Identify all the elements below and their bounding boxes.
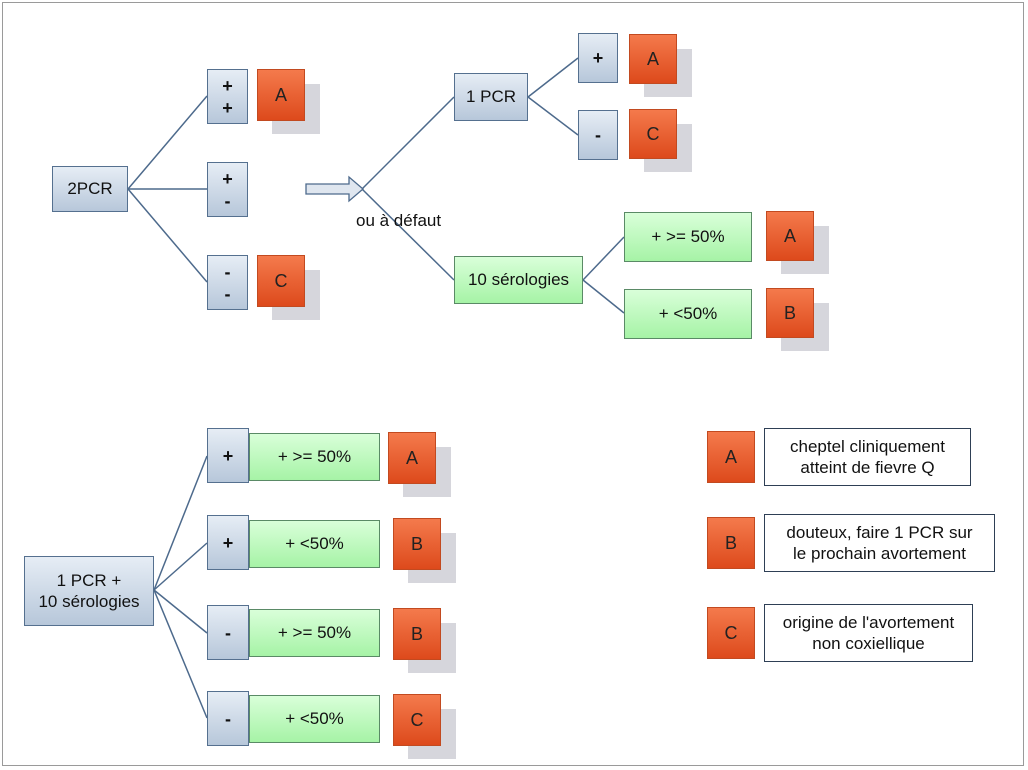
outcome-label: A: [646, 48, 659, 69]
sign-label: -: [225, 622, 231, 643]
outcome-label: A: [274, 84, 287, 105]
sign-label: +: [592, 48, 604, 68]
percent-box: + <50%: [249, 520, 380, 568]
legend-description-box: origine de l'avortement non coxiellique: [764, 604, 973, 662]
sign-label: +: [222, 532, 234, 553]
legend-description-box: douteux, faire 1 PCR sur le prochain avo…: [764, 514, 995, 572]
legend-key-box: A: [707, 431, 755, 483]
serologies-label: 10 sérologies: [467, 270, 570, 290]
sign-label: -: [225, 708, 231, 729]
legend-text-line2: non coxiellique: [812, 634, 925, 653]
sign-label: +: [222, 445, 234, 466]
outcome-box: A: [766, 211, 814, 261]
outcome-label: A: [405, 447, 418, 468]
sign-box: -: [207, 605, 249, 660]
outcome-box: C: [393, 694, 441, 746]
outcome-label: C: [274, 270, 288, 291]
legend-key-box: B: [707, 517, 755, 569]
result-plus-minus-box: +-: [207, 162, 248, 217]
legend-text-line1: cheptel cliniquement: [790, 436, 945, 456]
sign-label: -: [595, 125, 601, 145]
pcr-minus-box: -: [578, 110, 618, 160]
percent-low-box: + <50%: [624, 289, 752, 339]
sign-label: +: [222, 75, 233, 96]
alternative-label: ou à défaut: [356, 211, 442, 230]
percent-label: + <50%: [285, 709, 344, 729]
sign-label: +: [222, 97, 233, 118]
percent-label: + >= 50%: [651, 227, 725, 247]
legend-text-line2: atteint de fievre Q: [800, 458, 935, 477]
root-2pcr-box: 2PCR: [52, 166, 128, 212]
outcome-label: C: [410, 709, 424, 730]
outcome-box: B: [393, 518, 441, 570]
legend-text-line2: le prochain avortement: [793, 544, 966, 563]
outcome-box: A: [257, 69, 305, 121]
outcome-label: C: [646, 123, 660, 144]
legend-key-label: C: [724, 622, 738, 643]
outcome-label: B: [410, 623, 423, 644]
sign-label: -: [224, 190, 231, 211]
legend-key-label: B: [724, 532, 737, 553]
sign-box: -: [207, 691, 249, 746]
percent-label: + <50%: [658, 304, 718, 324]
sign-label: -: [224, 261, 231, 282]
outcome-box: A: [629, 34, 677, 84]
result-minus-minus-box: --: [207, 255, 248, 310]
outcome-label: B: [410, 533, 423, 554]
root-label-line1: 1 PCR +: [56, 570, 122, 590]
pcr1-box: 1 PCR: [454, 73, 528, 121]
percent-label: + <50%: [285, 534, 344, 554]
root-pcr-serologies-box: 1 PCR + 10 sérologies: [24, 556, 154, 626]
outcome-box: B: [393, 608, 441, 660]
percent-box: + >= 50%: [249, 433, 380, 481]
sign-box: +: [207, 428, 249, 483]
outcome-box: A: [388, 432, 436, 484]
outcome-box: B: [766, 288, 814, 338]
sign-label: -: [224, 283, 231, 304]
legend-key-label: A: [724, 446, 737, 467]
legend-text-line1: origine de l'avortement: [782, 612, 955, 632]
pcr-plus-box: +: [578, 33, 618, 83]
sign-box: +: [207, 515, 249, 570]
percent-label: + >= 50%: [277, 447, 352, 467]
outcome-label: B: [783, 302, 796, 323]
legend-key-box: C: [707, 607, 755, 659]
outcome-label: A: [783, 225, 796, 246]
percent-high-box: + >= 50%: [624, 212, 752, 262]
percent-label: + >= 50%: [277, 623, 352, 643]
serologies-box: 10 sérologies: [454, 256, 583, 304]
legend-description-box: cheptel cliniquement atteint de fievre Q: [764, 428, 971, 486]
right-arrow-icon: [305, 175, 364, 203]
percent-box: + >= 50%: [249, 609, 380, 657]
percent-box: + <50%: [249, 695, 380, 743]
legend-text-line1: douteux, faire 1 PCR sur: [786, 522, 973, 542]
root-label-line2: 10 sérologies: [38, 592, 140, 611]
outcome-box: C: [257, 255, 305, 307]
sign-label: +: [222, 168, 233, 189]
outcome-box: C: [629, 109, 677, 159]
result-plus-plus-box: ++: [207, 69, 248, 124]
root-2pcr-label: 2PCR: [67, 179, 113, 199]
pcr1-label: 1 PCR: [465, 87, 517, 107]
